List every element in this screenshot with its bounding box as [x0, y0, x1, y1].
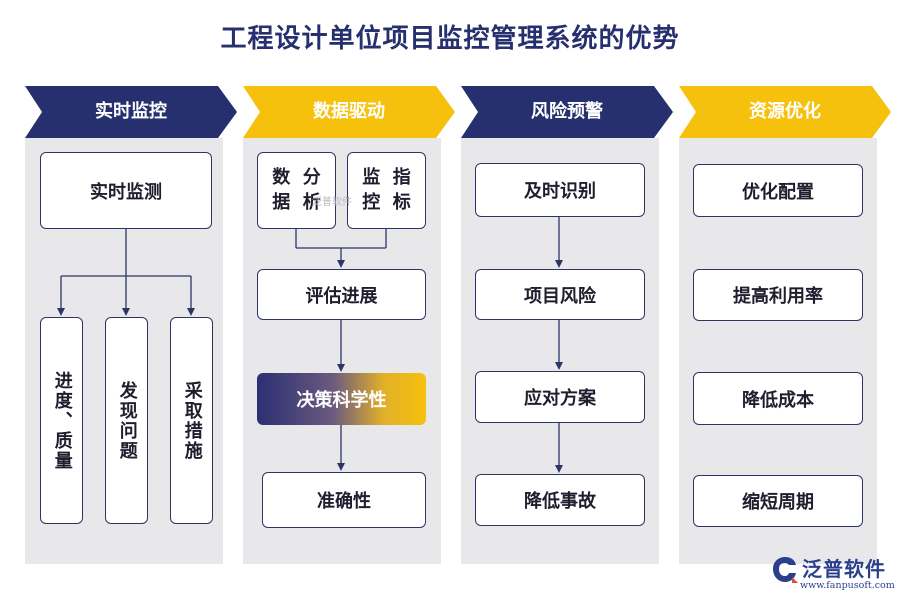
- banner-arrow-shape: [461, 86, 673, 138]
- box-progress-quality: 进度、质量: [40, 317, 83, 524]
- box-shorten-cycle: 缩短周期: [693, 475, 863, 527]
- header-label: 实时监控: [95, 101, 167, 122]
- box-assess-progress: 评估进展: [257, 269, 426, 320]
- logo-url-text: www.fanpusoft.com: [800, 580, 895, 591]
- banner-arrow-shape: [679, 86, 891, 138]
- brand-logo: 泛普软件 www.fanpusoft.com: [770, 553, 896, 597]
- header-label: 数据驱动: [313, 101, 385, 122]
- header-label: 风险预警: [531, 101, 603, 122]
- watermark: 泛普软件: [312, 197, 352, 208]
- logo-icon: [773, 557, 798, 583]
- header-data-driven: 数据驱动: [243, 86, 455, 138]
- banner-arrow-shape: [25, 86, 237, 138]
- page-title: 工程设计单位项目监控管理系统的优势: [220, 24, 680, 54]
- box-improve-utilization: 提高利用率: [693, 269, 863, 321]
- box-monitoring-indicators: 监控指标: [347, 152, 426, 229]
- header-label: 资源优化: [749, 101, 821, 122]
- header-resource-optimization: 资源优化: [679, 86, 891, 138]
- box-find-problems: 发现问题: [105, 317, 148, 524]
- logo-brand-text: 泛普软件: [802, 557, 886, 581]
- box-realtime-detection: 实时监测: [40, 152, 212, 229]
- box-timely-identification: 及时识别: [475, 163, 645, 217]
- header-realtime-monitoring: 实时监控: [25, 86, 237, 138]
- box-take-measures: 采取措施: [170, 317, 213, 524]
- header-risk-warning: 风险预警: [461, 86, 673, 138]
- box-data-analysis: 数据分析: [257, 152, 336, 229]
- box-reduce-accidents: 降低事故: [475, 474, 645, 526]
- box-reduce-cost: 降低成本: [693, 372, 863, 425]
- box-accuracy: 准确性: [262, 472, 426, 528]
- box-project-risk: 项目风险: [475, 269, 645, 320]
- banner-arrow-shape: [243, 86, 455, 138]
- box-response-plan: 应对方案: [475, 371, 645, 423]
- box-optimize-allocation: 优化配置: [693, 164, 863, 217]
- box-scientific-decision: 决策科学性: [257, 373, 426, 425]
